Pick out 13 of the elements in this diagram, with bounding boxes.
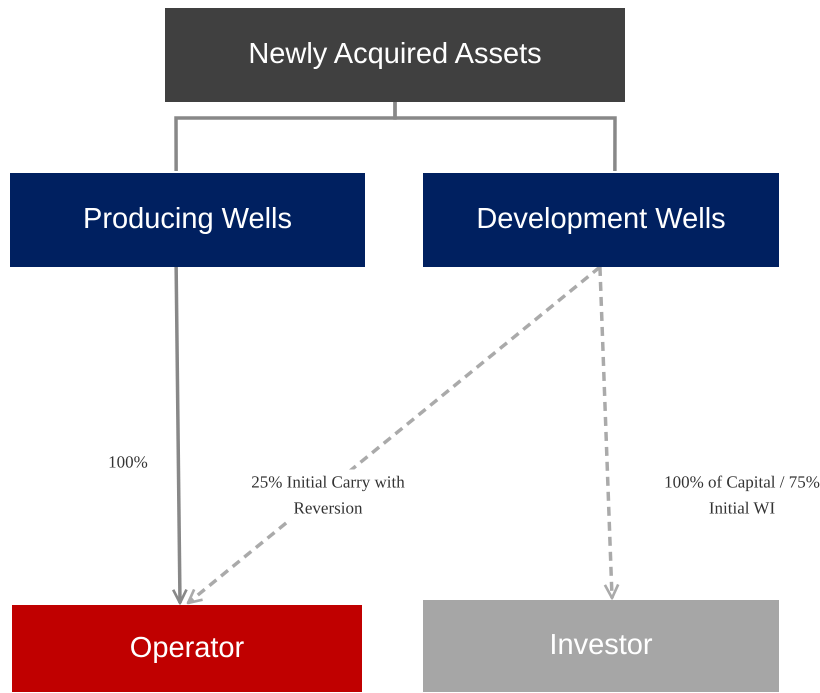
node-label: Producing Wells [82,203,292,237]
dashed-arrow [598,266,620,600]
node-box [423,600,779,692]
node-label: Newly Acquired Assets [248,38,542,72]
node-label: Investor [549,629,653,663]
node-label: Development Wells [476,203,726,237]
connector-line [393,102,617,171]
arrow [172,266,188,604]
node-box [165,8,625,102]
node-label: Operator [130,632,244,666]
node-box [10,173,365,267]
node-box [12,605,362,692]
node-box [423,173,779,267]
